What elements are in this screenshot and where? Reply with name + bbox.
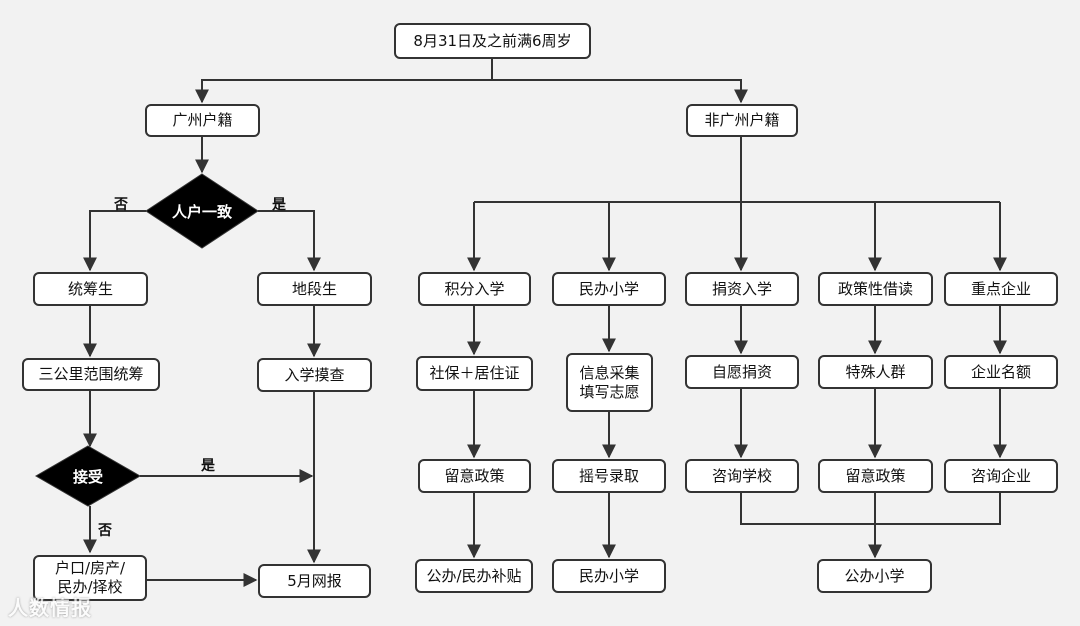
node-zhongdian: 重点企业: [944, 272, 1058, 306]
node-may-online: 5月网报: [258, 564, 371, 598]
node-ruxue-mocha: 入学摸查: [257, 358, 372, 392]
node-liuyi-2: 留意政策: [818, 459, 933, 493]
node-hukou-options: 户口/房产/ 民办/择校: [33, 555, 147, 601]
node-gongban-result: 公办小学: [817, 559, 932, 593]
node-hukou-options-line-1: 户口/房产/: [54, 559, 126, 577]
node-ruxue-mocha-label: 入学摸查: [284, 365, 345, 384]
node-yaohao: 摇号录取: [552, 459, 666, 493]
node-root-label: 8月31日及之前满6周岁: [413, 31, 572, 50]
node-tongchou-label: 统筹生: [67, 279, 113, 298]
node-zhongdian-label: 重点企业: [970, 279, 1031, 298]
node-jifen: 积分入学: [418, 272, 531, 306]
node-liuyi-1-label: 留意政策: [444, 466, 505, 485]
node-zixun-qiye-label: 咨询企业: [970, 466, 1031, 485]
connector-non-guangzhou-trunk: [474, 136, 1000, 203]
node-zhengce-label: 政策性借读: [837, 279, 913, 298]
decision-accept-label: 接受: [72, 467, 103, 486]
node-guangzhou-label: 广州户籍: [172, 111, 233, 129]
decision-hukou-label: 人户一致: [171, 202, 232, 221]
node-ziyuan-label: 自愿捐资: [711, 362, 772, 381]
node-non-guangzhou-label: 非广州户籍: [704, 111, 780, 129]
node-juanzi-label: 捐资入学: [711, 279, 772, 298]
node-teshu-label: 特殊人群: [845, 362, 906, 381]
node-diduan: 地段生: [257, 272, 372, 306]
node-minban: 民办小学: [552, 272, 666, 306]
node-sangongli: 三公里范围统筹: [22, 358, 160, 391]
node-shebao: 社保＋居住证: [416, 356, 533, 391]
node-tongchou: 统筹生: [33, 272, 148, 306]
decision-diamond-hukou: [145, 173, 259, 249]
node-gongban-result-label: 公办小学: [844, 566, 905, 585]
node-sangongli-label: 三公里范围统筹: [38, 365, 144, 383]
node-shebao-label: 社保＋居住证: [429, 364, 520, 382]
node-zixun-xuexiao-label: 咨询学校: [711, 466, 772, 485]
node-minban-result: 民办小学: [552, 559, 666, 593]
node-hukou-options-line-2: 民办/择校: [57, 578, 123, 596]
node-root: 8月31日及之前满6周岁: [394, 23, 591, 59]
node-qiye-mine: 企业名额: [944, 355, 1058, 389]
connector-root-to-non-guangzhou: [492, 79, 748, 104]
node-butie-label: 公办/民办补贴: [426, 566, 522, 585]
node-yaohao-label: 摇号录取: [578, 466, 639, 485]
node-qiye-mine-label: 企业名额: [970, 362, 1031, 381]
node-may-online-label: 5月网报: [287, 571, 342, 590]
edge-label-no-1: 否: [114, 197, 128, 213]
node-zixun-xuexiao: 咨询学校: [685, 459, 799, 493]
node-liuyi-1: 留意政策: [418, 459, 531, 493]
node-xinxi: 信息采集 填写志愿: [566, 353, 653, 412]
node-zhengce: 政策性借读: [818, 272, 933, 306]
node-xinxi-line-2: 填写志愿: [579, 382, 640, 401]
node-zixun-qiye: 咨询企业: [944, 459, 1058, 493]
node-butie: 公办/民办补贴: [415, 559, 533, 593]
edge-label-yes-2: 是: [201, 458, 215, 474]
node-juanzi: 捐资入学: [685, 272, 799, 306]
connector-decision-yes: [258, 210, 321, 272]
node-minban-label: 民办小学: [578, 279, 639, 298]
node-minban-result-label: 民办小学: [578, 566, 639, 585]
node-teshu: 特殊人群: [818, 355, 933, 389]
node-guangzhou: 广州户籍: [145, 104, 260, 137]
edge-label-yes-1: 是: [272, 197, 286, 213]
node-liuyi-2-label: 留意政策: [845, 466, 906, 485]
node-non-guangzhou: 非广州户籍: [686, 104, 798, 137]
edge-label-no-2: 否: [98, 523, 112, 539]
connector-decision-no: [83, 210, 146, 272]
node-diduan-label: 地段生: [291, 279, 337, 298]
watermark: 人数情报: [8, 596, 92, 620]
node-ziyuan: 自愿捐资: [685, 355, 799, 389]
decision-diamond-accept: [34, 445, 142, 507]
node-xinxi-line-1: 信息采集: [579, 363, 640, 382]
connector-merge-to-gongban: [740, 492, 1001, 557]
node-jifen-label: 积分入学: [444, 279, 505, 298]
connector-root-to-guangzhou: [195, 58, 493, 104]
